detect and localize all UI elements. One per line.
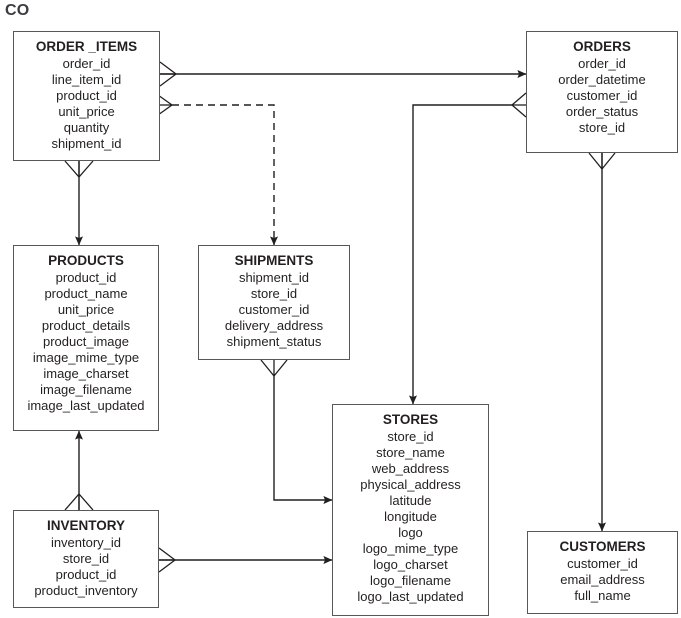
diagram-title: CO [5,2,30,19]
attribute-item: logo_filename [370,573,451,588]
attribute-item: product_name [44,286,128,301]
attribute-item: store_id [578,120,626,135]
entity-stores[interactable]: STORES store_id store_name web_address p… [332,404,489,616]
attribute-item: inventory_id [50,535,122,550]
entity-products[interactable]: PRODUCTS product_id product_name unit_pr… [13,245,159,431]
attribute-item: shipment_status [226,334,322,349]
attribute-item: store_name [376,445,445,460]
entity-title-orders: ORDERS [573,39,631,54]
entity-title-products: PRODUCTS [48,253,124,268]
attribute-item: line_item_id [51,72,122,87]
attribute-item: product_id [55,270,117,285]
entity-title-shipments: SHIPMENTS [234,253,314,268]
entity-customers[interactable]: CUSTOMERS customer_id email_address full… [527,531,678,614]
attribute-item: store_id [250,286,298,301]
attribute-item: product_details [41,318,131,333]
attribute-item: full_name [574,588,631,603]
attribute-item: logo_mime_type [362,541,459,556]
edge-shipments-to-stores [260,359,333,504]
attribute-item: store_id [387,429,434,444]
attribute-list-order-items: order_id line_item_id product_id unit_pr… [14,56,159,152]
attribute-item: latitude [389,493,432,508]
attribute-item: image_charset [43,366,129,381]
attribute-item: longitude [384,509,437,524]
attribute-item: customer_id [567,556,638,571]
attribute-item: logo_charset [373,557,448,572]
attribute-item: unit_price [58,104,115,119]
edge-orders-to-customers [588,152,616,532]
attribute-item: image_filename [40,382,132,397]
edge-orders-to-stores [409,92,527,405]
attribute-item: logo_last_updated [357,589,464,604]
edge-order-items-to-products [64,160,94,246]
attribute-item: order_id [62,56,111,71]
entity-orders[interactable]: ORDERS order_id order_datetime customer_… [526,31,678,153]
attribute-list-products: product_id product_name unit_price produ… [14,270,158,414]
attribute-item: product_inventory [34,583,138,598]
edge-inventory-to-stores [158,547,333,573]
attribute-list-shipments: shipment_id store_id customer_id deliver… [199,270,349,350]
attribute-item: customer_id [238,302,310,317]
attribute-list-orders: order_id order_datetime customer_id orde… [527,56,677,136]
edge-order-items-to-shipments [157,94,278,246]
attribute-item: image_mime_type [32,350,140,365]
attribute-item: customer_id [566,88,638,103]
entity-shipments[interactable]: SHIPMENTS shipment_id store_id customer_… [198,245,350,360]
attribute-item: delivery_address [224,318,324,333]
entity-title-order-items: ORDER _ITEMS [35,39,138,54]
attribute-item: image_last_updated [27,398,145,413]
entity-title-stores: STORES [382,412,439,427]
attribute-item: order_id [578,56,626,71]
attribute-item: product_id [55,567,117,582]
entity-order-items[interactable]: ORDER _ITEMS order_id line_item_id produ… [13,31,160,161]
attribute-item: product_id [56,88,117,103]
attribute-item: order_status [565,104,639,119]
attribute-item: store_id [62,551,110,566]
entity-inventory[interactable]: INVENTORY inventory_id store_id product_… [13,510,159,608]
attribute-list-stores: store_id store_name web_address physical… [333,429,488,605]
attribute-item: quantity [63,120,110,135]
attribute-item: web_address [371,461,450,476]
edge-order-items-to-orders [159,61,527,87]
attribute-list-customers: customer_id email_address full_name [528,556,677,604]
attribute-item: order_datetime [558,72,646,87]
attribute-item: unit_price [57,302,115,317]
attribute-item: email_address [560,572,645,587]
entity-title-inventory: INVENTORY [46,518,125,533]
attribute-item: physical_address [360,477,461,492]
attribute-item: product_image [43,334,129,349]
attribute-list-inventory: inventory_id store_id product_id product… [14,535,158,599]
entity-title-customers: CUSTOMERS [559,539,646,554]
attribute-item: shipment_id [238,270,310,285]
attribute-item: shipment_id [51,136,122,151]
edge-inventory-to-products [64,430,94,511]
attribute-item: logo [398,525,423,540]
